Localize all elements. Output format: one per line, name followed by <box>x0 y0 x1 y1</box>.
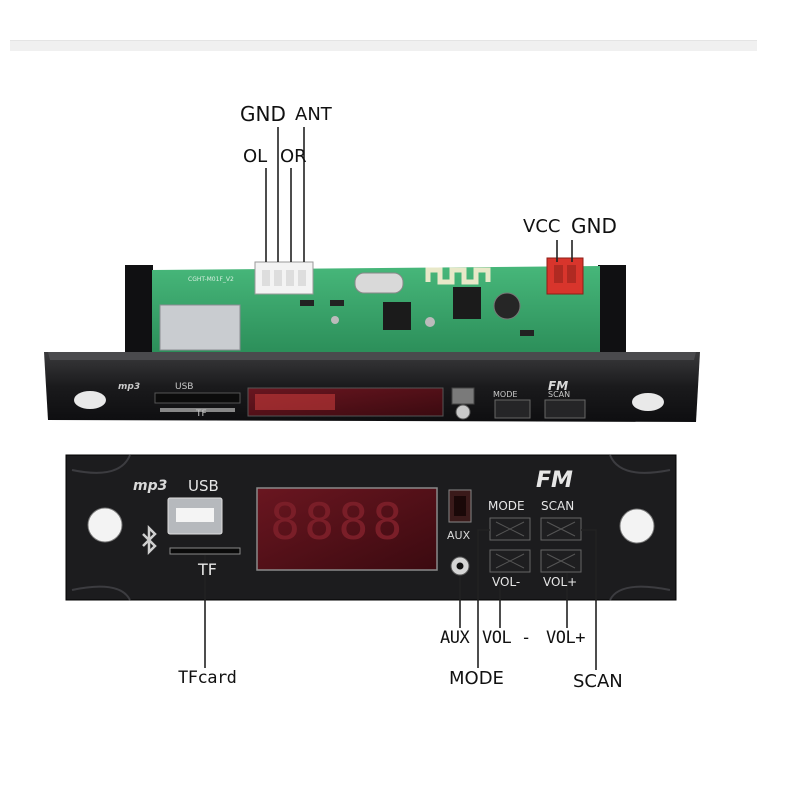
gnd-right-label: GND <box>571 214 617 238</box>
mount-hole-left-back <box>74 391 106 409</box>
mount-hole-right-back <box>632 393 664 411</box>
scan-label: SCAN <box>573 671 623 692</box>
vol-minus-label: VOL - <box>482 628 531 648</box>
bluetooth-icon <box>142 524 157 556</box>
back-faceplate <box>44 352 700 422</box>
regulator <box>453 287 481 319</box>
scan-button-back <box>544 399 586 419</box>
left-mount-post <box>125 265 153 355</box>
led-display <box>256 487 438 571</box>
mp3-logo: mp3 <box>133 478 168 494</box>
tfcard-label: TFcard <box>178 668 237 688</box>
crystal <box>354 272 404 294</box>
power-connector <box>546 257 584 295</box>
aux-front-label: AUX <box>447 529 471 542</box>
usb-slot-back <box>154 392 241 404</box>
usb-housing-back <box>159 304 241 351</box>
usb-back-label: USB <box>175 382 194 392</box>
gnd-top-label: GND <box>240 102 286 126</box>
scan-front-label: SCAN <box>541 499 575 513</box>
antenna-trace <box>425 267 491 285</box>
mode-back-label: MODE <box>493 390 518 399</box>
tf-slot-back <box>160 408 235 412</box>
mode-button-back <box>494 399 531 419</box>
vcc-label: VCC <box>523 216 561 237</box>
ic-chip <box>383 302 411 330</box>
mode-front-label: MODE <box>488 499 525 513</box>
tf-front-label: TF <box>198 560 217 579</box>
ant-label: ANT <box>295 104 332 125</box>
tf-back-label: TF <box>196 409 207 419</box>
top-divider-bar <box>10 40 757 51</box>
usb-front-label: USB <box>188 477 219 495</box>
front-panel <box>65 454 677 601</box>
or-label: OR <box>280 146 307 167</box>
back-module <box>44 257 700 422</box>
mp3-logo-back: mp3 <box>118 382 141 392</box>
mode-label: MODE <box>449 668 504 689</box>
vol-plus-front-label: VOL+ <box>543 575 578 589</box>
aux-label: AUX <box>440 628 470 648</box>
scan-back-label: SCAN <box>548 390 571 399</box>
mount-hole-right <box>619 508 655 544</box>
tf-slot <box>169 547 241 555</box>
pcb-code: CGHT-M01F_V2 <box>188 276 234 283</box>
mount-hole-left <box>87 507 123 543</box>
vol-minus-front-label: VOL- <box>492 575 521 589</box>
fm-logo-back: FM <box>548 379 569 393</box>
vol-plus-label: VOL+ <box>546 628 585 648</box>
right-mount-post <box>598 265 626 355</box>
capacitor <box>493 292 521 320</box>
fm-logo: FM <box>536 468 573 493</box>
callout-lines <box>204 127 597 670</box>
ol-label: OL <box>243 146 268 167</box>
display-digits: 8888 <box>270 493 407 551</box>
